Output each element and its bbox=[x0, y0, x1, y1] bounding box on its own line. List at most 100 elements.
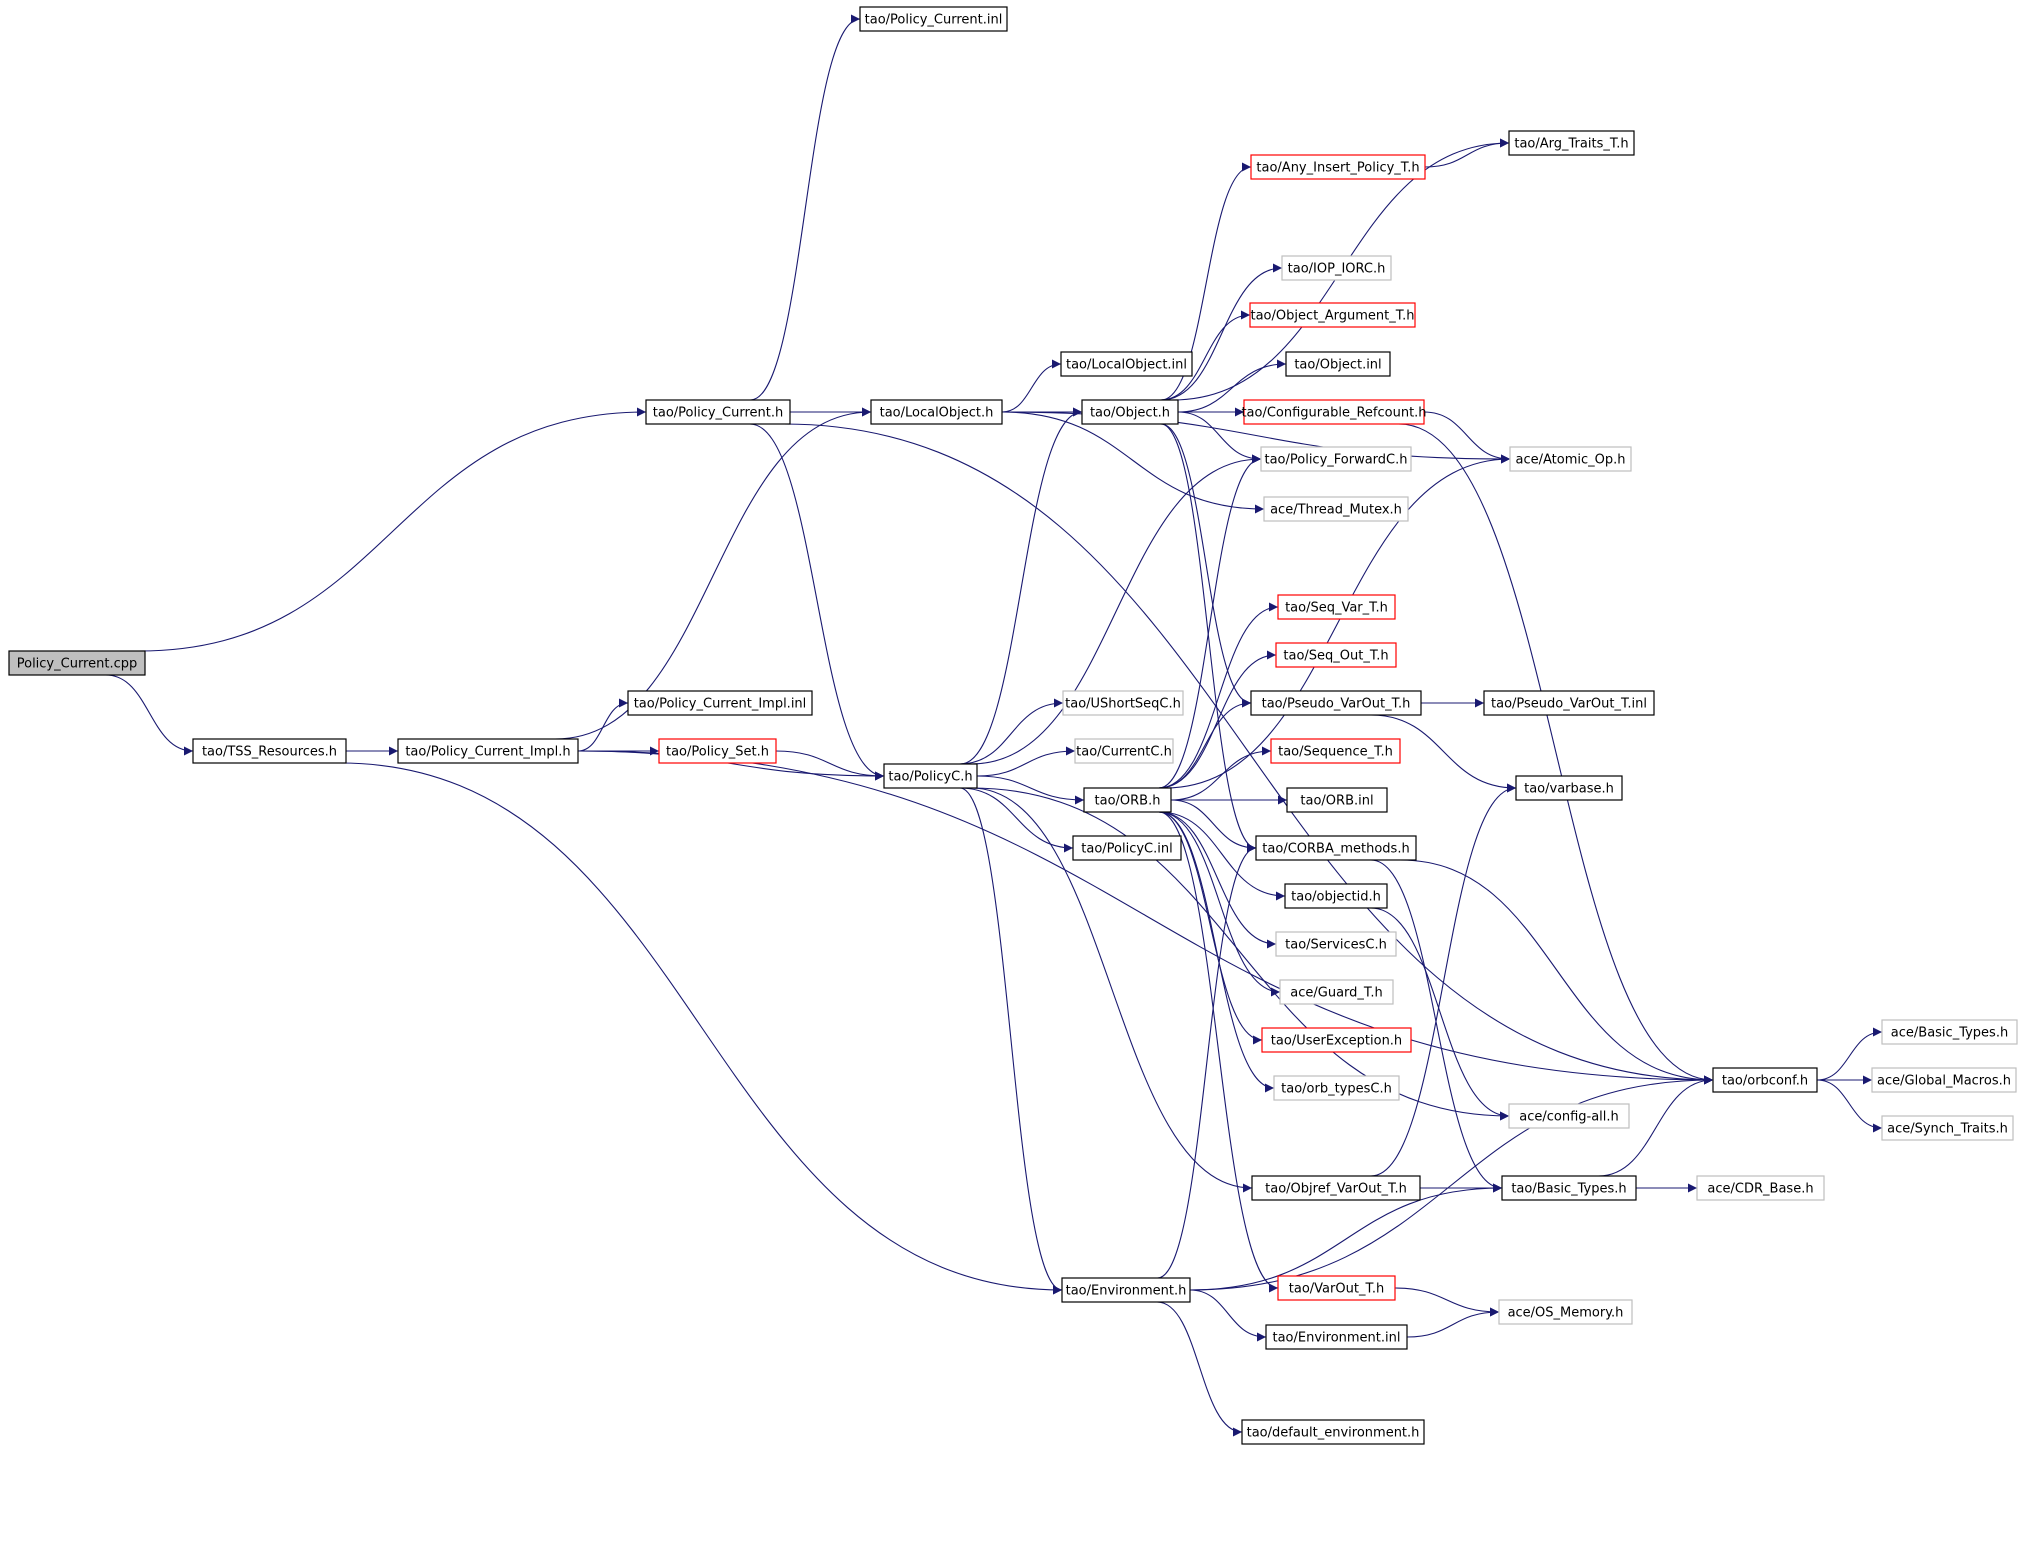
edge-line bbox=[749, 423, 885, 781]
node-any-insert-policy-t-h[interactable]: tao/Any_Insert_Policy_T.h bbox=[1250, 154, 1426, 180]
node-cdr-base-h[interactable]: ace/CDR_Base.h bbox=[1696, 1175, 1825, 1201]
edge-line bbox=[1157, 843, 1257, 1279]
node-pseudo-varout-t-inl[interactable]: tao/Pseudo_VarOut_T.inl bbox=[1483, 690, 1655, 716]
node-basic-types-h-ace[interactable]: ace/Basic_Types.h bbox=[1881, 1019, 2018, 1045]
node-orb-typesc-h[interactable]: tao/orb_typesC.h bbox=[1273, 1075, 1400, 1101]
node-box bbox=[1281, 255, 1392, 281]
node-label: tao/TSS_Resources.h bbox=[202, 745, 337, 760]
edge-policy_current_h-to-policyc_h bbox=[749, 423, 885, 781]
node-box bbox=[1284, 883, 1388, 909]
node-object-h[interactable]: tao/Object.h bbox=[1081, 399, 1179, 425]
node-label: tao/Policy_Current.h bbox=[653, 406, 784, 421]
node-guard-t-h[interactable]: ace/Guard_T.h bbox=[1279, 979, 1394, 1005]
node-synch-traits-h[interactable]: ace/Synch_Traits.h bbox=[1881, 1115, 2014, 1141]
edge-any_insert_policy_t_h-to-arg_traits_t_h bbox=[1424, 138, 1510, 168]
node-seq-var-t-h[interactable]: tao/Seq_Var_T.h bbox=[1277, 594, 1396, 620]
node-arg-traits-t-h[interactable]: tao/Arg_Traits_T.h bbox=[1508, 130, 1635, 156]
edge-orb_h-to-orb_typesc_h bbox=[1158, 811, 1275, 1093]
node-corba-methods-h[interactable]: tao/CORBA_methods.h bbox=[1255, 835, 1417, 861]
edge-line bbox=[1177, 411, 1262, 464]
node-environment-h[interactable]: tao/Environment.h bbox=[1061, 1277, 1191, 1303]
node-seq-out-t-h[interactable]: tao/Seq_Out_T.h bbox=[1275, 642, 1397, 668]
node-varout-t-h[interactable]: tao/VarOut_T.h bbox=[1277, 1275, 1396, 1301]
node-box bbox=[1277, 594, 1396, 620]
node-varbase-h[interactable]: tao/varbase.h bbox=[1515, 775, 1623, 801]
node-policy-current-inl[interactable]: tao/Policy_Current.inl bbox=[859, 6, 1008, 32]
node-basic-types-h-tao[interactable]: tao/Basic_Types.h bbox=[1501, 1175, 1637, 1201]
node-localobject-h[interactable]: tao/LocalObject.h bbox=[870, 399, 1003, 425]
edge-line bbox=[1161, 162, 1252, 401]
edge-orb_h-to-corba_methods_h bbox=[1170, 799, 1257, 853]
node-objref-varout-t-h[interactable]: tao/Objref_VarOut_T.h bbox=[1251, 1175, 1421, 1201]
edge-orb_h-to-seq_var_t_h bbox=[1158, 602, 1279, 789]
node-label: tao/ORB.h bbox=[1095, 794, 1161, 809]
node-label: ace/Guard_T.h bbox=[1290, 986, 1382, 1001]
edge-object_h-to-any_insert_policy_t_h bbox=[1161, 162, 1252, 401]
node-policy-current-impl-inl[interactable]: tao/Policy_Current_Impl.inl bbox=[627, 690, 813, 716]
node-policyc-inl[interactable]: tao/PolicyC.inl bbox=[1072, 835, 1182, 861]
node-box bbox=[627, 690, 813, 716]
node-policy-current-cpp[interactable]: Policy_Current.cpp bbox=[8, 650, 146, 676]
node-label: tao/Policy_Current_Impl.h bbox=[405, 745, 570, 760]
node-orb-inl[interactable]: tao/ORB.inl bbox=[1286, 787, 1388, 813]
node-box bbox=[1275, 642, 1397, 668]
node-box bbox=[1260, 446, 1412, 472]
node-orbconf-h[interactable]: tao/orbconf.h bbox=[1712, 1067, 1818, 1093]
node-box bbox=[1061, 1277, 1191, 1303]
node-objectid-h[interactable]: tao/objectid.h bbox=[1284, 883, 1388, 909]
node-object-inl[interactable]: tao/Object.inl bbox=[1285, 351, 1391, 377]
node-localobject-inl[interactable]: tao/LocalObject.inl bbox=[1060, 351, 1193, 377]
node-policy-current-h[interactable]: tao/Policy_Current.h bbox=[645, 399, 791, 425]
edge-object_h-to-iop_iorc_h bbox=[1160, 263, 1283, 401]
node-label: tao/UserException.h bbox=[1271, 1034, 1402, 1049]
node-userexception-h[interactable]: tao/UserException.h bbox=[1261, 1027, 1412, 1053]
node-currentc-h[interactable]: tao/CurrentC.h bbox=[1074, 738, 1174, 764]
node-configurable-refcount-h[interactable]: tao/Configurable_Refcount.h bbox=[1241, 399, 1427, 425]
edge-policy_current_cpp-to-tss_resources_h bbox=[105, 674, 194, 756]
edge-line bbox=[1189, 1289, 1267, 1342]
node-box bbox=[192, 738, 347, 764]
node-iop-iorc-h[interactable]: tao/IOP_IORC.h bbox=[1281, 255, 1392, 281]
edge-orb_h-to-varout_t_h bbox=[1158, 811, 1279, 1293]
edge-line bbox=[970, 454, 1262, 765]
node-orb-h[interactable]: tao/ORB.h bbox=[1083, 787, 1172, 813]
node-policy-forwardc-h[interactable]: tao/Policy_ForwardC.h bbox=[1260, 446, 1412, 472]
node-thread-mutex-h[interactable]: ace/Thread_Mutex.h bbox=[1263, 496, 1409, 522]
edge-line bbox=[1158, 602, 1279, 789]
node-box bbox=[1270, 738, 1401, 764]
node-policyc-h[interactable]: tao/PolicyC.h bbox=[883, 763, 978, 789]
node-servicesc-h[interactable]: tao/ServicesC.h bbox=[1275, 931, 1397, 957]
edge-orb_h-to-objectid_h bbox=[1158, 811, 1286, 901]
node-sequence-t-h[interactable]: tao/Sequence_T.h bbox=[1270, 738, 1401, 764]
node-box bbox=[1881, 1019, 2018, 1045]
node-pseudo-varout-t-h[interactable]: tao/Pseudo_VarOut_T.h bbox=[1250, 690, 1422, 716]
node-object-argument-t-h[interactable]: tao/Object_Argument_T.h bbox=[1249, 302, 1416, 328]
edge-line bbox=[339, 762, 1063, 1295]
node-tss-resources-h[interactable]: tao/TSS_Resources.h bbox=[192, 738, 347, 764]
edge-object_h-to-pseudo_varout_t_h bbox=[1160, 423, 1252, 708]
node-default-environment-h[interactable]: tao/default_environment.h bbox=[1241, 1419, 1425, 1445]
edge-policyc_h-to-objref_varout_t_h bbox=[970, 787, 1253, 1193]
node-label: ace/Basic_Types.h bbox=[1891, 1026, 2008, 1041]
edge-line bbox=[1157, 1301, 1243, 1437]
edge-line bbox=[1370, 907, 1510, 1121]
edge-policy_current_h-to-orbconf_h bbox=[783, 423, 1714, 1085]
edge-object_h-to-object_argument_t_h bbox=[1160, 310, 1251, 401]
edge-line bbox=[1370, 714, 1517, 793]
node-ushortseqc-h[interactable]: tao/UShortSeqC.h bbox=[1062, 690, 1184, 716]
node-policy-set-h[interactable]: tao/Policy_Set.h bbox=[658, 738, 777, 764]
node-os-memory-h[interactable]: ace/OS_Memory.h bbox=[1498, 1299, 1633, 1325]
edge-line bbox=[1170, 799, 1257, 853]
node-policy-current-impl-h[interactable]: tao/Policy_Current_Impl.h bbox=[397, 738, 579, 764]
node-atomic-op-h[interactable]: ace/Atomic_Op.h bbox=[1509, 446, 1632, 472]
edge-line bbox=[775, 750, 885, 781]
node-label: tao/LocalObject.inl bbox=[1066, 358, 1187, 373]
edge-line bbox=[555, 407, 872, 740]
node-global-macros-h[interactable]: ace/Global_Macros.h bbox=[1871, 1067, 2017, 1093]
node-label: tao/ServicesC.h bbox=[1285, 938, 1387, 953]
node-environment-inl[interactable]: tao/Environment.inl bbox=[1265, 1324, 1408, 1350]
node-box bbox=[1255, 835, 1417, 861]
node-label: tao/PolicyC.inl bbox=[1081, 842, 1172, 857]
node-config-all-h[interactable]: ace/config-all.h bbox=[1508, 1103, 1630, 1129]
edge-pseudo_varout_t_h-to-varbase_h bbox=[1370, 714, 1517, 793]
